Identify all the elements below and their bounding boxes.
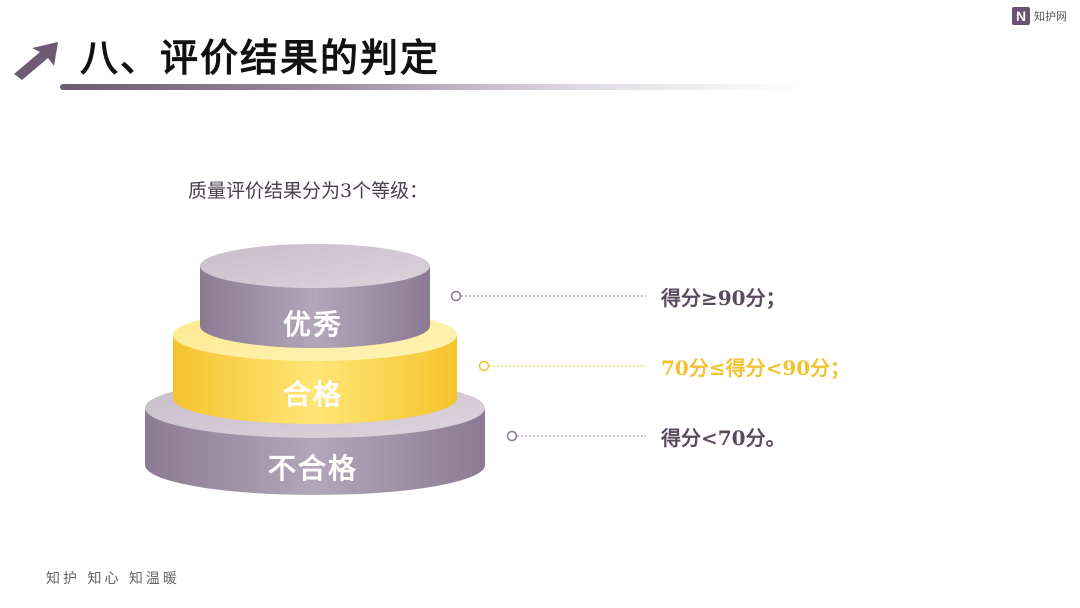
brand-name: 知护网 xyxy=(1034,10,1067,23)
diagonal-arrow-icon xyxy=(14,42,58,80)
criterion-pass: 70分≤得分<90分； xyxy=(661,356,851,380)
connector-excellent xyxy=(450,290,646,302)
tier-label-fail: 不合格 xyxy=(268,452,358,485)
title-underline xyxy=(60,84,800,90)
connector-pass xyxy=(478,360,646,372)
tier-top xyxy=(200,244,430,348)
brand-mark: N xyxy=(1012,7,1030,25)
connector-lines xyxy=(450,290,646,442)
brand-logo: N 知护网 xyxy=(1012,6,1067,26)
tier-label-pass: 合格 xyxy=(283,378,343,411)
footer-slogan: 知护 知心 知温暖 xyxy=(46,571,180,587)
level-pyramid: 优秀 合格 不合格 xyxy=(145,244,485,495)
criterion-fail: 得分<70分。 xyxy=(661,426,786,450)
criterion-excellent: 得分≥90分； xyxy=(661,286,786,310)
connector-fail xyxy=(506,430,646,442)
page-title: 八、评价结果的判定 xyxy=(80,36,441,80)
intro-text: 质量评价结果分为3个等级： xyxy=(188,180,429,202)
tier-label-excellent: 优秀 xyxy=(283,308,343,341)
